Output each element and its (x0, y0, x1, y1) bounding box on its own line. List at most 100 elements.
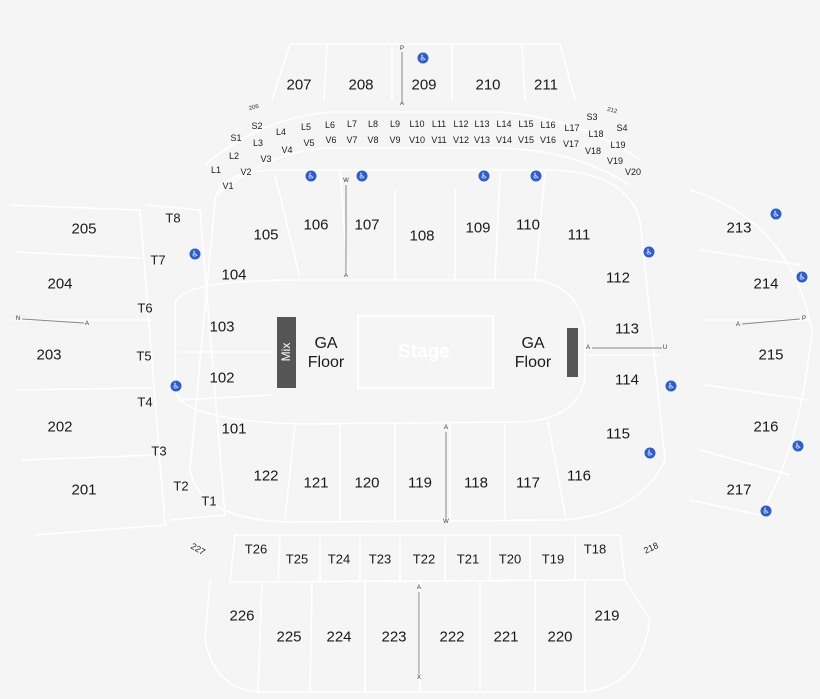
section-l17[interactable]: L17 (564, 123, 579, 133)
section-216[interactable]: 216 (753, 419, 778, 436)
section-221[interactable]: 221 (493, 629, 518, 646)
section-l13[interactable]: L13 (474, 119, 489, 129)
section-120[interactable]: 120 (354, 475, 379, 492)
section-217[interactable]: 217 (726, 482, 751, 499)
section-l6[interactable]: L6 (325, 120, 335, 130)
section-101[interactable]: 101 (221, 421, 246, 438)
section-v9[interactable]: V9 (389, 135, 400, 145)
section-204[interactable]: 204 (47, 276, 72, 293)
section-s4[interactable]: S4 (616, 123, 627, 133)
section-t4[interactable]: T4 (137, 395, 152, 410)
section-t19[interactable]: T19 (542, 552, 564, 567)
section-211[interactable]: 211 (534, 77, 558, 94)
section-v14[interactable]: V14 (496, 135, 512, 145)
section-v2[interactable]: V2 (240, 167, 251, 177)
section-s1[interactable]: S1 (230, 133, 241, 143)
section-l4[interactable]: L4 (276, 127, 286, 137)
section-l8[interactable]: L8 (368, 119, 378, 129)
section-s2[interactable]: S2 (251, 121, 262, 131)
section-225[interactable]: 225 (276, 629, 301, 646)
section-110[interactable]: 110 (516, 217, 540, 234)
section-t22[interactable]: T22 (413, 552, 435, 567)
section-v3[interactable]: V3 (260, 154, 271, 164)
section-l1[interactable]: L1 (211, 165, 221, 175)
section-223[interactable]: 223 (381, 629, 406, 646)
section-l16[interactable]: L16 (540, 120, 555, 130)
section-v17[interactable]: V17 (563, 139, 579, 149)
section-113[interactable]: 113 (615, 321, 639, 338)
section-v12[interactable]: V12 (453, 135, 469, 145)
ga-floor-left[interactable]: GA Floor (308, 335, 345, 371)
section-v1[interactable]: V1 (222, 181, 233, 191)
section-226[interactable]: 226 (229, 608, 254, 625)
section-l12[interactable]: L12 (453, 119, 468, 129)
section-201[interactable]: 201 (71, 482, 96, 499)
section-l5[interactable]: L5 (301, 122, 311, 132)
section-112[interactable]: 112 (606, 270, 630, 287)
section-119[interactable]: 119 (408, 475, 432, 492)
section-s3[interactable]: S3 (586, 112, 597, 122)
section-v8[interactable]: V8 (367, 135, 378, 145)
section-t5[interactable]: T5 (136, 349, 151, 364)
section-v19[interactable]: V19 (607, 156, 623, 166)
section-107[interactable]: 107 (354, 217, 379, 234)
section-t3[interactable]: T3 (151, 444, 166, 459)
section-t8[interactable]: T8 (165, 211, 180, 226)
section-218[interactable]: 218 (642, 540, 660, 555)
section-105[interactable]: 105 (253, 227, 278, 244)
section-106[interactable]: 106 (303, 217, 328, 234)
section-219[interactable]: 219 (594, 608, 619, 625)
section-v16[interactable]: V16 (540, 135, 556, 145)
section-l14[interactable]: L14 (496, 119, 511, 129)
section-213[interactable]: 213 (726, 220, 751, 237)
section-t18[interactable]: T18 (584, 542, 606, 557)
section-115[interactable]: 115 (606, 426, 630, 443)
section-220[interactable]: 220 (547, 629, 572, 646)
section-121[interactable]: 121 (303, 475, 328, 492)
section-227[interactable]: 227 (189, 541, 207, 557)
section-203[interactable]: 203 (36, 347, 61, 364)
section-118[interactable]: 118 (464, 475, 488, 492)
section-206[interactable]: 206 (248, 104, 260, 113)
section-l19[interactable]: L19 (610, 140, 625, 150)
section-104[interactable]: 104 (221, 267, 246, 284)
section-114[interactable]: 114 (615, 372, 639, 389)
section-t2[interactable]: T2 (173, 479, 188, 494)
section-103[interactable]: 103 (209, 319, 234, 336)
section-215[interactable]: 215 (758, 347, 783, 364)
section-t26[interactable]: T26 (245, 542, 267, 557)
section-122[interactable]: 122 (253, 468, 278, 485)
section-111[interactable]: 111 (568, 227, 591, 244)
section-108[interactable]: 108 (409, 228, 434, 245)
section-205[interactable]: 205 (71, 221, 96, 238)
section-207[interactable]: 207 (286, 77, 311, 94)
section-t23[interactable]: T23 (369, 552, 391, 567)
section-214[interactable]: 214 (753, 276, 778, 293)
section-t21[interactable]: T21 (457, 552, 479, 567)
section-v15[interactable]: V15 (518, 135, 534, 145)
section-l11[interactable]: L11 (432, 119, 446, 129)
section-t6[interactable]: T6 (137, 301, 152, 316)
section-v11[interactable]: V11 (431, 135, 446, 145)
section-109[interactable]: 109 (465, 220, 490, 237)
section-208[interactable]: 208 (348, 77, 373, 94)
section-l15[interactable]: L15 (518, 119, 533, 129)
section-102[interactable]: 102 (209, 370, 234, 387)
section-l10[interactable]: L10 (409, 119, 424, 129)
section-l7[interactable]: L7 (347, 119, 357, 129)
section-l2[interactable]: L2 (229, 151, 239, 161)
section-224[interactable]: 224 (326, 629, 351, 646)
section-v5[interactable]: V5 (303, 138, 314, 148)
section-v6[interactable]: V6 (325, 135, 336, 145)
section-t1[interactable]: T1 (201, 494, 216, 509)
section-209[interactable]: 209 (411, 77, 436, 94)
section-l9[interactable]: L9 (390, 119, 400, 129)
section-222[interactable]: 222 (439, 629, 464, 646)
stage[interactable] (357, 315, 494, 389)
section-v4[interactable]: V4 (281, 145, 292, 155)
section-l3[interactable]: L3 (253, 138, 263, 148)
section-v20[interactable]: V20 (625, 167, 641, 177)
section-t25[interactable]: T25 (286, 552, 308, 567)
section-117[interactable]: 117 (516, 475, 540, 492)
section-l18[interactable]: L18 (588, 129, 603, 139)
